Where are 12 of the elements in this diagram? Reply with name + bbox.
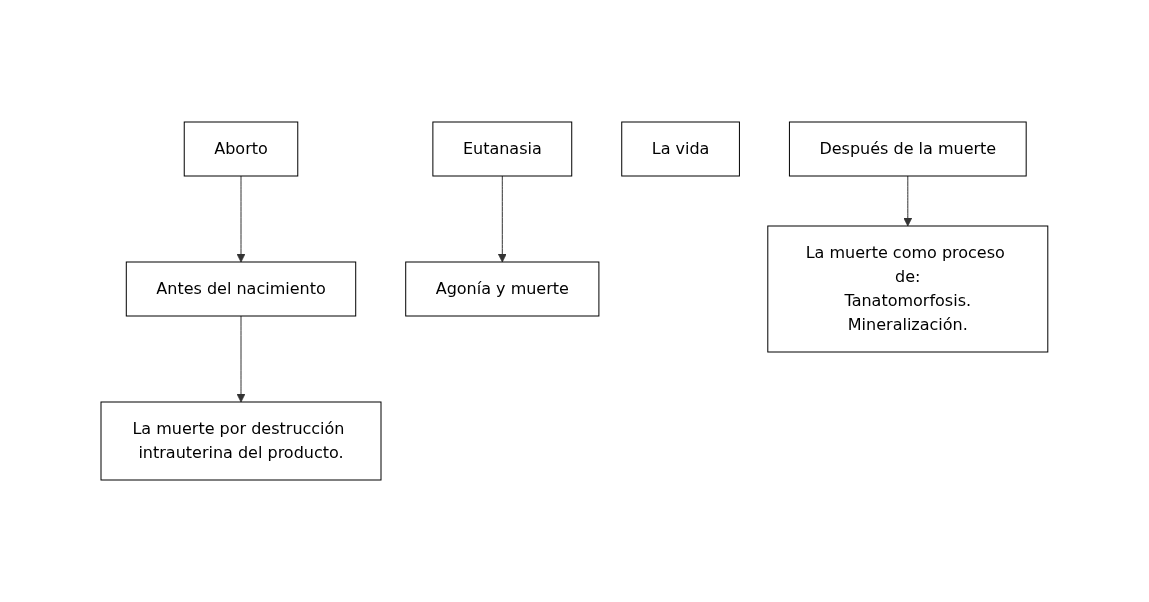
arrow — [903, 175, 913, 227]
node-box: Aborto — [183, 121, 299, 177]
node-box: La muerte por destrucción intrauterina del producto. — [100, 401, 382, 481]
node-box: Agonía y muerte — [405, 261, 600, 317]
node-box: La vida — [621, 121, 740, 177]
arrow — [498, 175, 507, 263]
arrow — [236, 175, 246, 263]
arrow — [236, 315, 246, 403]
node-box: Eutanasia — [432, 121, 573, 177]
node-box: Antes del nacimiento — [125, 261, 357, 317]
node-box: La muerte como proceso de: Tanatomorfosis. Mineralización. — [767, 225, 1049, 353]
node-box: Después de la muerte — [789, 121, 1027, 177]
